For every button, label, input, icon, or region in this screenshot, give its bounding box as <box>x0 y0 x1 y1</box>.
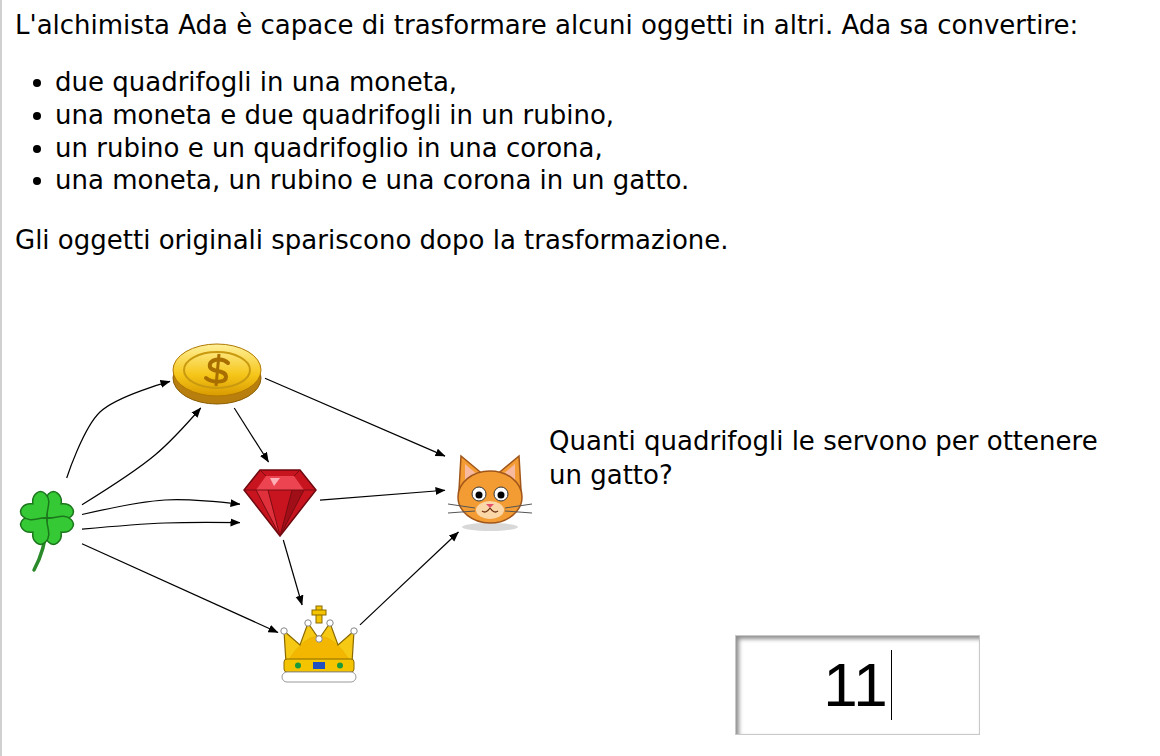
coin-icon-shape <box>170 338 265 408</box>
note-text: Gli oggetti originali spariscono dopo la… <box>15 224 1155 256</box>
crown-pearl <box>316 636 322 642</box>
cat-icon-shape <box>445 450 535 532</box>
crown-ermine <box>282 672 356 682</box>
cat-nose <box>486 504 494 508</box>
bullet-dot <box>33 79 41 87</box>
transform-arrow <box>320 490 445 500</box>
clover-leaf <box>18 489 58 529</box>
cat-head <box>458 471 522 523</box>
transform-arrow <box>82 544 278 633</box>
rule-item: una moneta e due quadrifogli in un rubin… <box>55 99 1145 132</box>
rule-item: una moneta, un rubino e una corona in un… <box>55 165 689 195</box>
ruby-icon <box>240 462 320 540</box>
cat-pupil <box>498 492 505 499</box>
crown-gem <box>313 662 325 669</box>
cat-whiskers <box>448 504 532 513</box>
cat-muzzle <box>476 501 504 519</box>
coin-face <box>173 344 261 396</box>
transform-arrow <box>82 408 201 505</box>
rule-item: un rubino e un quadrifoglio in una coron… <box>55 133 603 163</box>
coin-sign <box>216 354 219 386</box>
crown-body <box>284 623 354 663</box>
intro-text: L'alchimista Ada è capace di trasformare… <box>15 10 1078 40</box>
coin-icon <box>170 338 265 408</box>
cat-mouth <box>482 508 498 512</box>
crown-gem <box>337 663 343 669</box>
ruby-table <box>256 476 304 490</box>
transform-arrow <box>234 408 268 462</box>
ruby-body <box>244 470 316 536</box>
crown-pearl <box>351 628 357 634</box>
page-border <box>0 0 2 756</box>
crown-pearl <box>327 620 333 626</box>
note-text: Gli oggetti originali spariscono dopo la… <box>15 225 729 255</box>
cat-icon <box>445 450 535 532</box>
bullet-dot <box>33 145 41 153</box>
clover-icon-shape <box>12 478 82 573</box>
transform-arrow <box>67 381 170 478</box>
rule-item: un rubino e un quadrifoglio in una coron… <box>55 132 1145 165</box>
transform-arrow <box>283 540 302 605</box>
crown-band <box>284 659 354 672</box>
ruby-edges <box>244 470 316 536</box>
transform-arrow <box>265 378 445 456</box>
crown-gem <box>295 663 301 669</box>
question-text: Quanti quadrifogli le servono per ottene… <box>549 426 1098 490</box>
ruby-shine <box>270 478 280 486</box>
clover-icon <box>12 478 82 573</box>
cat-shadow <box>462 523 518 531</box>
rule-item: una moneta e due quadrifogli in un rubin… <box>55 100 614 130</box>
coin-inner <box>184 352 250 388</box>
rule-item: una moneta, un rubino e una corona in un… <box>55 164 1145 197</box>
transform-arrow <box>360 532 458 625</box>
crown-pearl <box>305 620 311 626</box>
crown-icon <box>278 605 360 685</box>
transform-arrow <box>82 500 240 515</box>
bullet-dot <box>33 112 41 120</box>
bullet-dot <box>33 177 41 185</box>
rule-item: due quadrifogli in una moneta, <box>55 67 457 97</box>
intro-text: L'alchimista Ada è capace di trasformare… <box>15 9 1155 41</box>
rule-item: due quadrifogli in una moneta, <box>55 66 1145 99</box>
cat-eye <box>472 487 486 501</box>
answer-value: 11 <box>823 650 891 720</box>
question-text: Quanti quadrifogli le servono per ottene… <box>549 424 1124 492</box>
transform-arrow <box>82 522 240 529</box>
cat-pupil <box>476 492 483 499</box>
cat-eye <box>494 487 508 501</box>
crown-icon-shape <box>278 605 360 685</box>
ruby-icon-shape <box>240 462 320 540</box>
crown-pearl <box>281 628 287 634</box>
crown-cross <box>312 610 326 615</box>
answer-box: 11 <box>735 635 980 735</box>
